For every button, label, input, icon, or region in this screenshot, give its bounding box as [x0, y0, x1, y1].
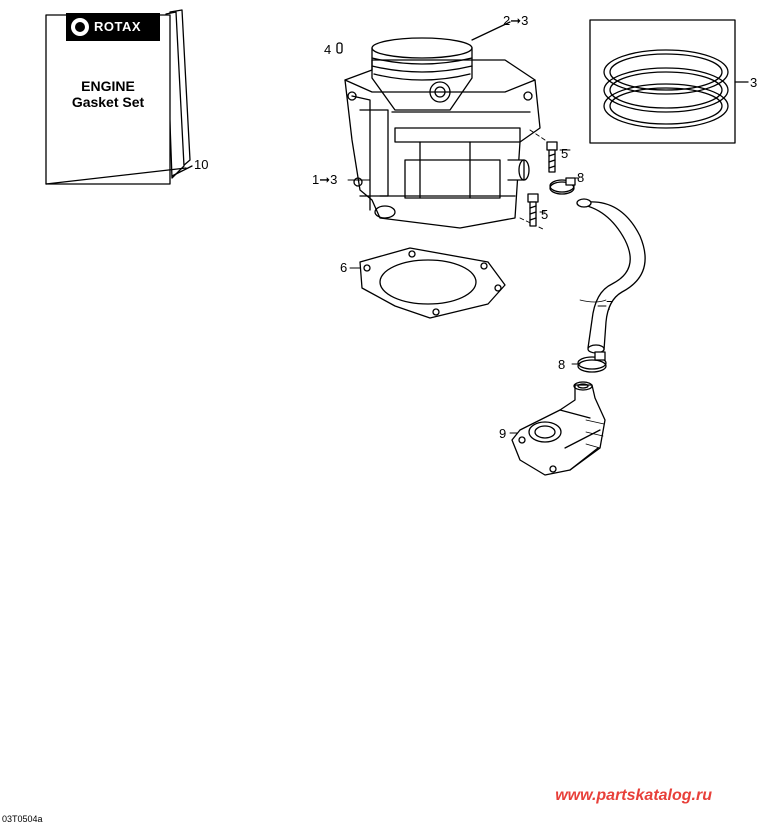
kit-title-line1: ENGINE — [81, 78, 135, 94]
callout-2: 2➞3 — [503, 13, 529, 28]
callout-8-upper: 8 — [577, 170, 585, 185]
piston — [371, 21, 511, 111]
callout-1: 1➞3 — [312, 172, 338, 187]
cylinder-base-gasket — [359, 247, 506, 319]
callout-10: 10 — [194, 157, 209, 172]
watermark-link[interactable]: www.partskatalog.ru — [555, 787, 712, 804]
brand-label: ROTAX — [94, 19, 142, 34]
callout-7: 7 — [606, 298, 614, 313]
cylinder — [344, 59, 541, 229]
water-outlet-housing — [511, 381, 606, 476]
figure-code: 03T0504a — [2, 814, 43, 824]
gasket-set-booklet — [45, 9, 193, 185]
callout-5-upper: 5 — [561, 146, 569, 161]
callout-8-lower: 8 — [558, 357, 566, 372]
callout-9: 9 — [499, 426, 507, 441]
piston-pin-marker — [336, 42, 343, 54]
hose-clamp-lower — [577, 351, 607, 373]
callout-4: 4 — [324, 42, 332, 57]
piston-ring-set — [589, 19, 749, 144]
bolt-lower — [527, 193, 539, 227]
callout-3: 3 — [750, 75, 758, 90]
hose-clamp-upper — [549, 177, 576, 195]
callout-5-lower: 5 — [541, 207, 549, 222]
coolant-hose — [576, 198, 646, 354]
callout-6: 6 — [340, 260, 348, 275]
kit-title-line2: Gasket Set — [71, 94, 145, 110]
bolt-upper — [546, 141, 558, 173]
